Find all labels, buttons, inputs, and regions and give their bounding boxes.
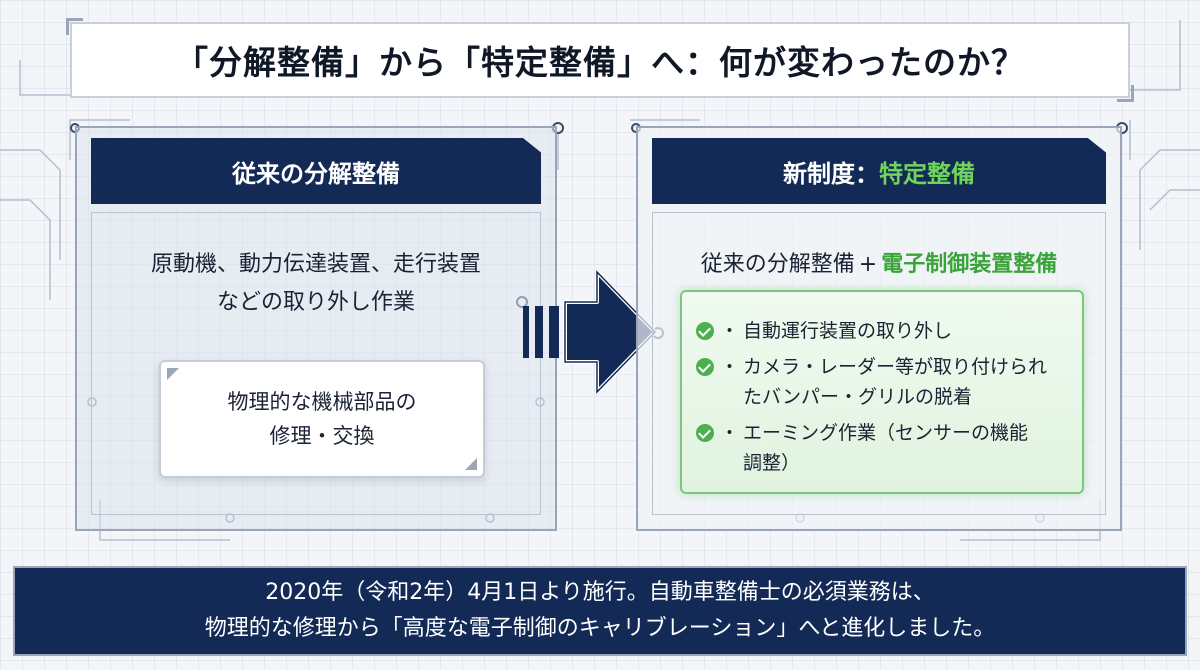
legacy-summary-card: 物理的な機械部品の 修理・交換 xyxy=(159,360,485,478)
title-banner: 「分解整備」から「特定整備」へ：何が変わったのか？ xyxy=(66,18,1134,102)
legacy-panel-title: 従来の分解整備 xyxy=(232,159,400,188)
list-item-text: エーミング作業（センサーの機能 調整） xyxy=(743,418,1028,478)
legacy-panel-header: 従来の分解整備 xyxy=(91,138,541,204)
list-item: ・ エーミング作業（センサーの機能 調整） xyxy=(696,418,1068,478)
list-item-text: カメラ・レーダー等が取り付けられ たバンパー・グリルの脱着 xyxy=(743,352,1047,412)
footer-line: 物理的な修理から「高度な電子制御のキャリブレーション」へと進化しました。 xyxy=(204,616,996,641)
legacy-description-line: 原動機、動力伝達装置、走行装置 xyxy=(150,252,481,277)
plus-sign: + xyxy=(858,252,878,277)
list-item-line: エーミング作業（センサーの機能 xyxy=(743,422,1029,444)
list-item-line: 自動運行装置の取り外し xyxy=(743,320,953,342)
footer-line: 2020年（令和2年）4月1日より施行。自動車整備士の必須業務は、 xyxy=(265,580,935,605)
list-item-line: たバンパー・グリルの脱着 xyxy=(743,386,972,408)
footer-summary-banner: 2020年（令和2年）4月1日より施行。自動車整備士の必須業務は、 物理的な修理… xyxy=(13,566,1187,656)
list-item-line: カメラ・レーダー等が取り付けられ xyxy=(743,356,1048,378)
legacy-overhaul-panel: 従来の分解整備 原動機、動力伝達装置、走行装置 などの取り外し作業 物理的な機械… xyxy=(75,126,557,531)
new-panel-title-highlight: 特定整備 xyxy=(879,159,975,188)
page-title: 「分解整備」から「特定整備」へ：何が変わったのか？ xyxy=(175,43,1025,82)
legacy-summary-line: 修理・交換 xyxy=(269,424,375,448)
list-item: ・ カメラ・レーダー等が取り付けられ たバンパー・グリルの脱着 xyxy=(696,352,1068,412)
corner-mark xyxy=(465,458,477,470)
legacy-description-line: などの取り外し作業 xyxy=(216,290,415,315)
new-panel-title-prefix: 新制度： xyxy=(783,159,879,188)
bullet: ・ xyxy=(720,422,740,444)
check-circle-icon xyxy=(696,322,714,340)
panel-frame xyxy=(91,212,541,515)
bullet: ・ xyxy=(720,320,740,342)
list-item-text: 自動運行装置の取り外し xyxy=(743,316,952,346)
new-panel-header: 新制度：特定整備 xyxy=(652,138,1106,204)
legacy-summary-line: 物理的な機械部品の xyxy=(227,390,417,414)
legacy-description: 原動機、動力伝達装置、走行装置 などの取り外し作業 xyxy=(107,246,525,322)
panel-frame xyxy=(652,212,1106,515)
bullet: ・ xyxy=(720,356,740,378)
specific-maintenance-panel: 新制度：特定整備 従来の分解整備+電子制御装置整備 ・ 自動運行装置の取り外し … xyxy=(636,126,1122,531)
check-circle-icon xyxy=(696,358,714,376)
desc-base: 従来の分解整備 xyxy=(700,252,855,277)
desc-highlight: 電子制御装置整備 xyxy=(881,252,1058,277)
corner-mark xyxy=(167,368,179,380)
electronic-control-card: ・ 自動運行装置の取り外し ・ カメラ・レーダー等が取り付けられ たバンパー・グ… xyxy=(680,290,1084,494)
list-item: ・ 自動運行装置の取り外し xyxy=(696,316,1068,346)
new-system-description: 従来の分解整備+電子制御装置整備 xyxy=(658,246,1100,278)
list-item-line: 調整） xyxy=(743,452,801,474)
check-circle-icon xyxy=(696,424,714,442)
right-arrow-icon xyxy=(523,270,657,394)
